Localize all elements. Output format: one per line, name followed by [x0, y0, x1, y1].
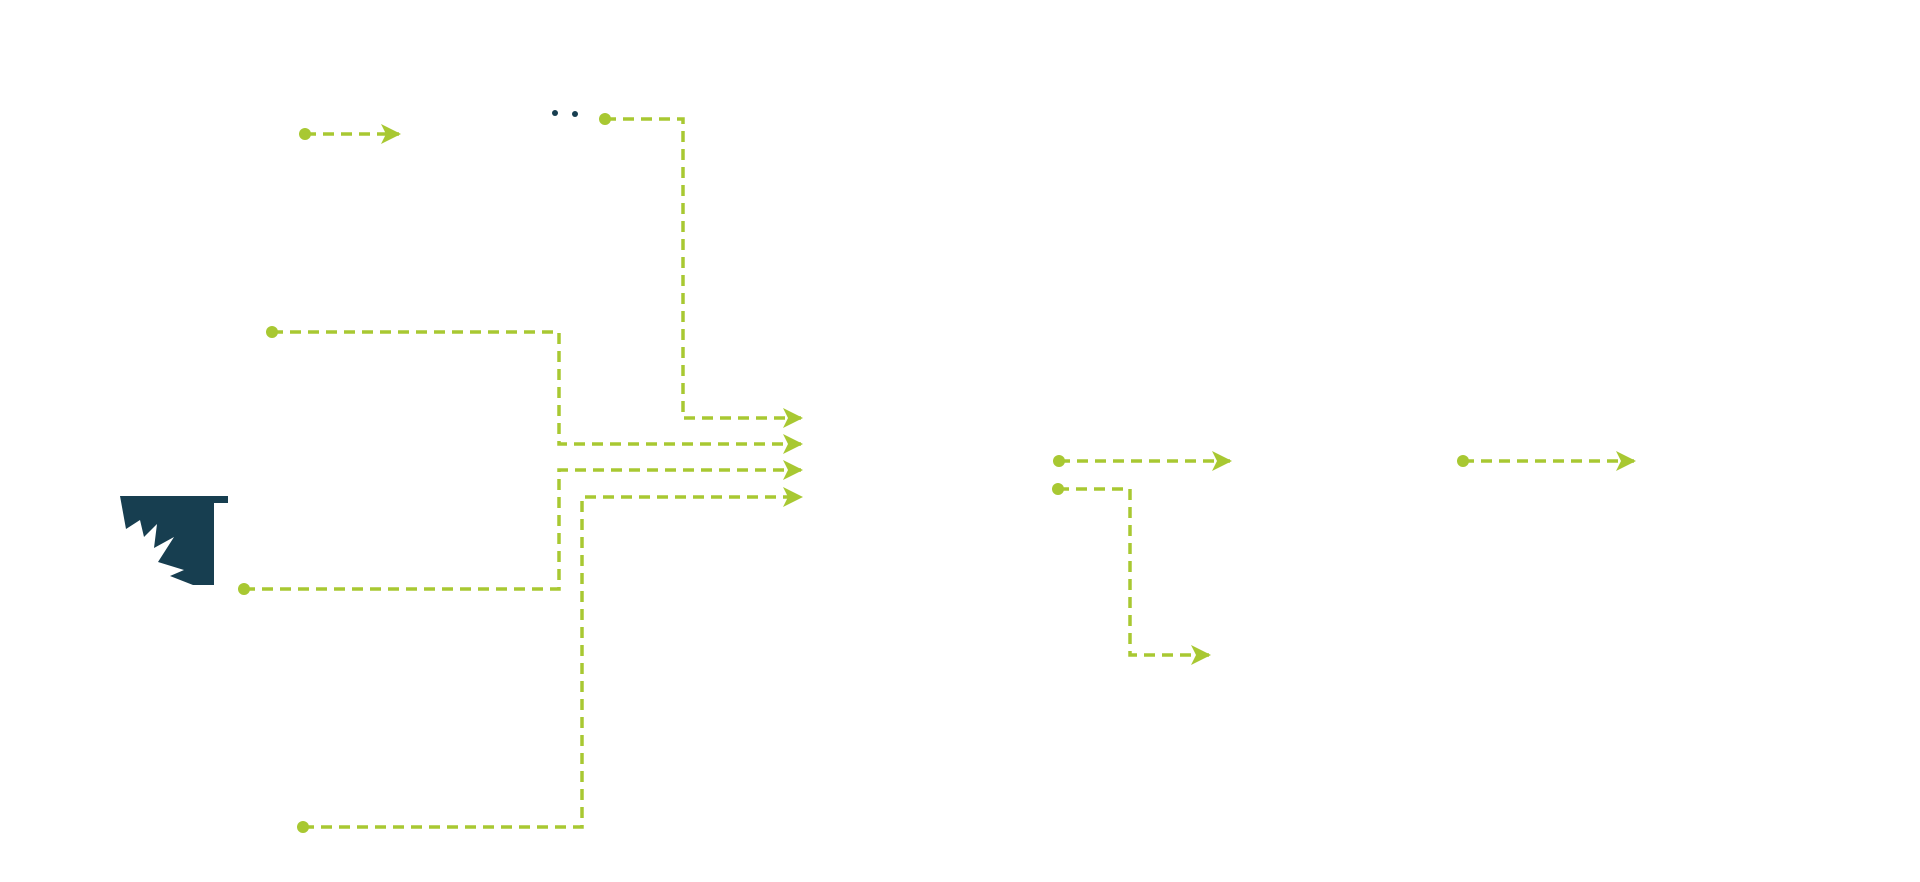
connector-center-drop[interactable] [1052, 483, 1211, 665]
dot-marker-icon [297, 821, 309, 833]
dot-marker-icon [238, 583, 250, 595]
connector-upper-mid[interactable] [266, 326, 803, 454]
connector-center-straight[interactable] [1053, 451, 1232, 471]
connector-top-long[interactable] [599, 113, 803, 428]
dot-marker-icon [599, 113, 611, 125]
ellipsis-icon [552, 110, 578, 117]
connector-lower-mid[interactable] [238, 460, 803, 595]
dot-marker-icon [299, 128, 311, 140]
dot-marker-icon [266, 326, 278, 338]
connector-top-short[interactable] [299, 124, 401, 144]
dot-marker-icon [1457, 455, 1469, 467]
connector-right-straight[interactable] [1457, 451, 1636, 471]
connector-bottom[interactable] [297, 487, 803, 833]
dot-marker-icon [1053, 455, 1065, 467]
dot-marker-icon [1052, 483, 1064, 495]
torn-banner-icon [120, 496, 228, 585]
